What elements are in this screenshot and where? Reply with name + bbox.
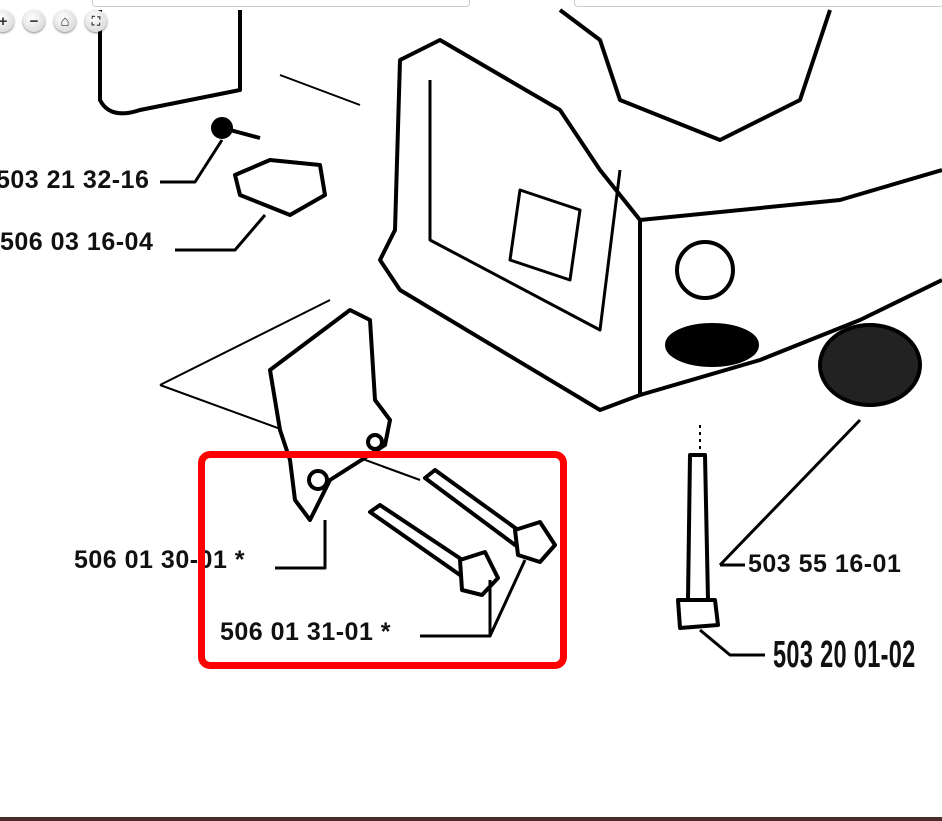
frame-lower-edge [639, 278, 942, 397]
viewer-controls: + − ⌂ ⛶ [0, 10, 107, 32]
shaft-shadow [665, 323, 759, 367]
part-label-503-21-32-16: 503 21 32-16 [0, 166, 150, 194]
part-label-503-55-16-01: 503 55 16-01 [748, 550, 902, 578]
minus-icon: − [29, 12, 39, 30]
plus-icon: + [0, 12, 8, 30]
long-bolt [686, 453, 710, 602]
zoom-out-button[interactable]: − [23, 10, 45, 32]
shaft-end [675, 240, 735, 300]
leader-line-503-21-32-16 [160, 139, 224, 184]
leader-line-506-01-31-01 [420, 559, 527, 638]
leader-line-503-55-16-01 [718, 418, 862, 567]
bracket-hole [307, 469, 329, 491]
clamp-block [233, 158, 327, 217]
part-label-503-20-01-02: 503 20 01-02 [773, 634, 916, 676]
home-button[interactable]: ⌂ [54, 10, 76, 32]
main-housing [378, 38, 642, 412]
rubber-mount [818, 323, 922, 407]
cover-part [98, 10, 242, 116]
frame-upper-edge [639, 168, 942, 222]
fullscreen-icon: ⛶ [91, 14, 101, 28]
toolbar-frame-left [92, 0, 470, 7]
leader-line-503-20-01-02 [699, 628, 765, 657]
housing-inner-edge [428, 80, 622, 332]
part-label-506-01-31-01: 506 01 31-01 * [220, 618, 392, 646]
zoom-in-button[interactable]: + [0, 10, 14, 32]
screw-shank [229, 128, 261, 140]
leader-line-506-01-30-01 [275, 520, 327, 570]
housing-recess [508, 188, 582, 282]
home-icon: ⌂ [60, 12, 70, 30]
bottom-border [0, 817, 942, 821]
fullscreen-button[interactable]: ⛶ [85, 10, 107, 32]
bolt-upper-head [513, 520, 557, 564]
toolbar-frame-right [574, 0, 942, 7]
highlight-box [198, 451, 567, 669]
crankcase-top [558, 8, 832, 142]
part-label-506-03-16-04: 506 03 16-04 [0, 228, 154, 256]
bracket-hole [366, 433, 384, 451]
long-bolt-head [676, 598, 720, 630]
part-label-506-01-30-01: 506 01 30-01 * [74, 546, 246, 574]
leader-line-506-03-16-04 [175, 214, 267, 252]
small-screw [211, 117, 233, 139]
